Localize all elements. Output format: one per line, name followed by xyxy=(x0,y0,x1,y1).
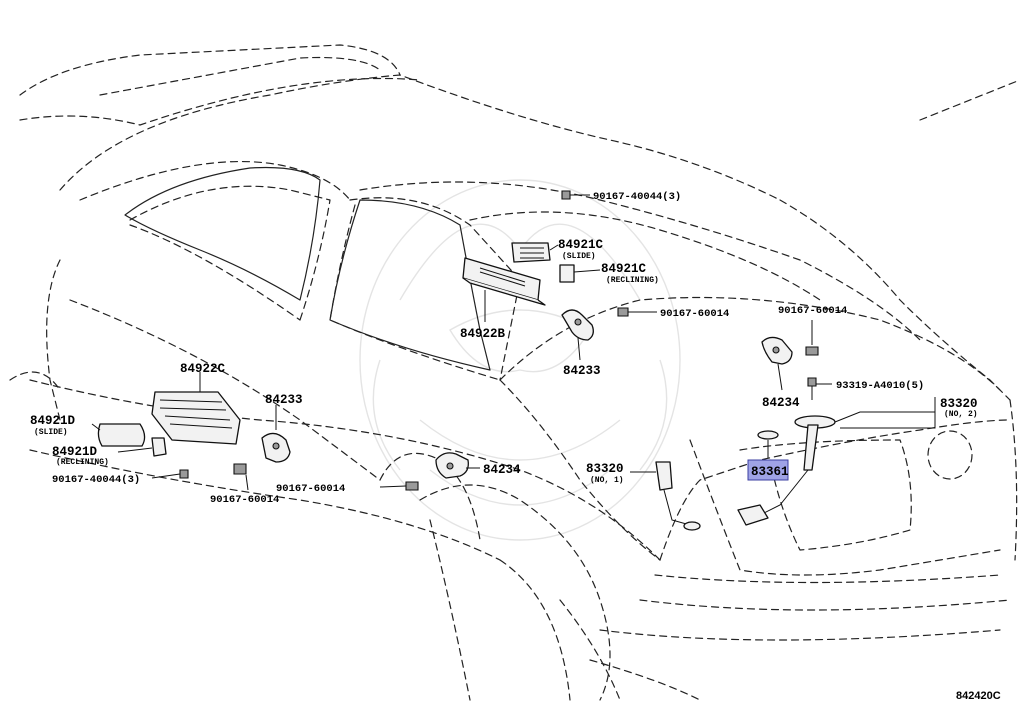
part-p16[interactable]: 90167-40044(3) xyxy=(52,469,189,486)
part-p2[interactable]: 84921C (SLIDE) xyxy=(511,238,604,263)
part-p13[interactable]: 84233 xyxy=(261,393,303,463)
part-p7[interactable]: 90167-60014 xyxy=(778,305,847,356)
part-code: 90167-60014 xyxy=(660,308,729,320)
part-code: 84921D xyxy=(52,445,98,459)
part-code: 84233 xyxy=(265,393,303,407)
part-code: 90167-60014 xyxy=(778,305,847,317)
part-p1[interactable]: 90167-40044(3) xyxy=(561,190,681,203)
part-code: 90167-60014 xyxy=(210,494,279,506)
part-sub: (SLIDE) xyxy=(562,252,596,261)
part-p5[interactable]: 84922B xyxy=(460,257,546,341)
part-code: 84922C xyxy=(180,362,226,376)
part-code: 84922B xyxy=(460,327,506,341)
part-p20[interactable]: 83320 (NO, 1) xyxy=(586,461,701,531)
part-p14[interactable]: 84921D (SLIDE) xyxy=(30,414,146,447)
part-code: 84921D xyxy=(30,414,76,428)
part-code: 90167-60014 xyxy=(276,483,345,495)
part-p11[interactable]: 83361 xyxy=(747,430,789,481)
part-p9[interactable]: 93319-A4010(5) xyxy=(807,377,924,400)
part-sub: (NO, 2) xyxy=(944,410,978,419)
part-p17[interactable]: 90167-60014 xyxy=(210,463,279,506)
part-code: 83320 xyxy=(586,462,624,476)
part-p19[interactable]: 84234 xyxy=(435,452,521,479)
part-code: 93319-A4010(5) xyxy=(836,380,924,392)
part-p6[interactable]: 84233 xyxy=(561,309,601,378)
part-sub: (SLIDE) xyxy=(34,428,68,437)
part-p10[interactable]: 83320 (NO, 2) xyxy=(737,397,978,526)
part-sub: (RECLINING) xyxy=(56,458,109,467)
part-code: 84234 xyxy=(762,396,800,410)
part-p4[interactable]: 90167-60014 xyxy=(617,307,729,320)
part-p8[interactable]: 84234 xyxy=(761,336,800,410)
part-sub: (NO, 1) xyxy=(590,476,624,485)
part-p15[interactable]: 84921D (RECLINING) xyxy=(52,437,167,467)
car-body-outline xyxy=(9,44,1021,701)
diagram-ref-code: 842420C xyxy=(956,690,1001,702)
part-code: 90167-40044(3) xyxy=(52,474,140,486)
highlight-box xyxy=(747,459,789,481)
part-p12[interactable]: 84922C xyxy=(151,362,241,445)
part-code: 90167-40044(3) xyxy=(593,191,681,203)
part-code: 83361 xyxy=(751,465,789,479)
watermark-emblem xyxy=(359,179,681,541)
part-code: 84921C xyxy=(558,238,604,252)
part-code: 84921C xyxy=(601,262,647,276)
part-p18[interactable]: 90167-60014 xyxy=(276,481,419,495)
part-sub: (RECLINING) xyxy=(606,276,659,285)
part-p3[interactable]: 84921C (RECLINING) xyxy=(559,262,659,285)
part-code: 84233 xyxy=(563,364,601,378)
part-code: 84234 xyxy=(483,463,521,477)
window-frames xyxy=(124,166,491,371)
part-code: 83320 xyxy=(940,397,978,411)
